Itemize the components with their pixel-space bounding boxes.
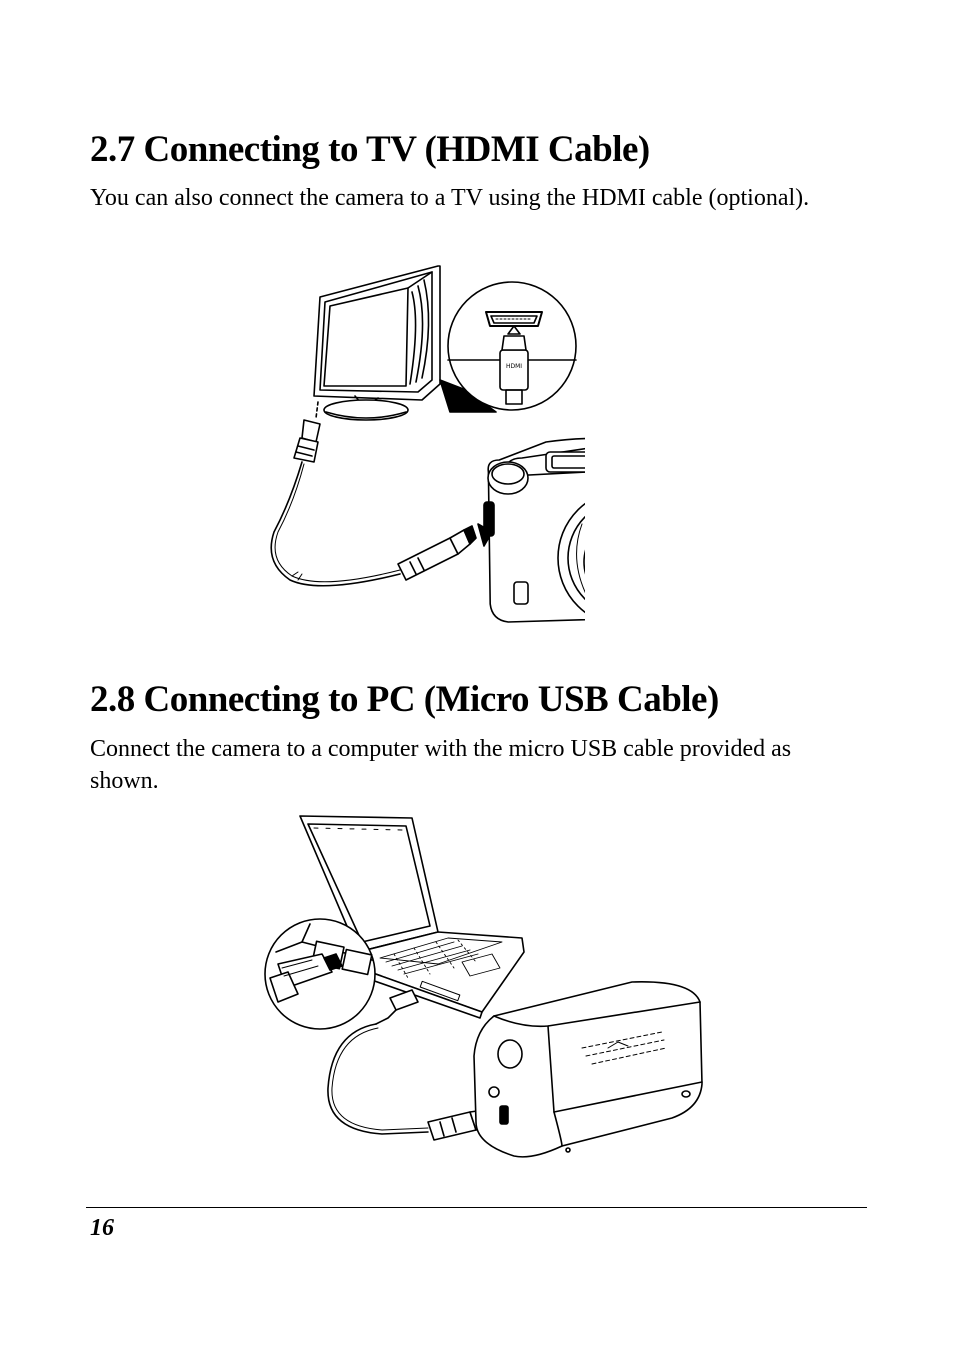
section-heading-usb: 2.8 Connecting to PC (Micro USB Cable) xyxy=(90,679,719,720)
usb-connection-illustration xyxy=(262,812,708,1172)
hdmi-cable xyxy=(271,462,400,586)
hdmi-connection-illustration: HDMI xyxy=(260,262,585,624)
action-camera xyxy=(484,438,585,624)
usb-plug-laptop-side xyxy=(376,990,418,1024)
hdmi-port-zoom xyxy=(440,282,576,412)
section-body-hdmi: You can also connect the camera to a TV … xyxy=(90,185,810,211)
hdmi-plug-tv-side xyxy=(294,402,320,462)
footer-rule xyxy=(86,1207,867,1208)
usb-port-zoom xyxy=(265,919,375,1029)
page-number: 16 xyxy=(90,1215,114,1241)
section-heading-hdmi: 2.7 Connecting to TV (HDMI Cable) xyxy=(90,129,650,170)
usb-cable xyxy=(328,1024,428,1134)
hdmi-logo-text: HDMI xyxy=(506,363,522,370)
camera-side-view xyxy=(474,982,702,1157)
hdmi-plug-camera-side xyxy=(398,526,476,580)
laptop xyxy=(300,816,524,1018)
section-body-usb: Connect the camera to a computer with th… xyxy=(90,736,792,794)
tv-monitor xyxy=(314,266,440,420)
